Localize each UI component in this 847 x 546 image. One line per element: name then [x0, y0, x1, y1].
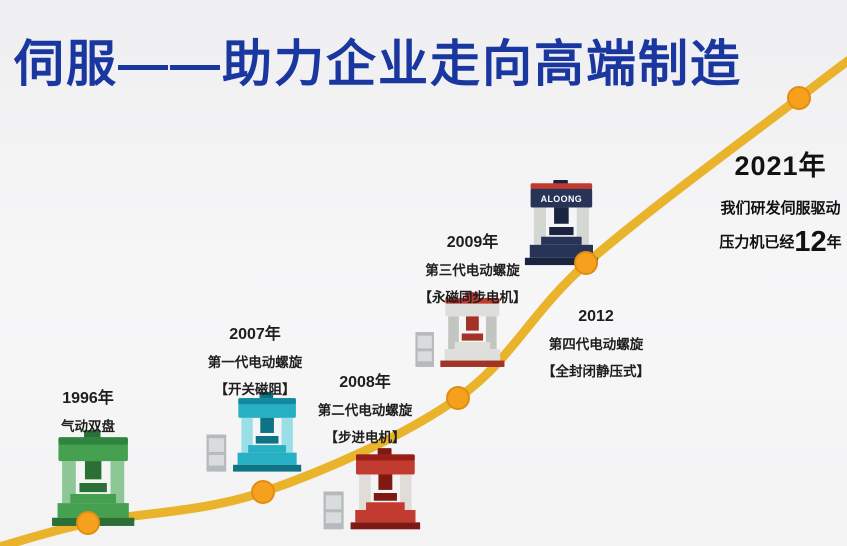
milestone-2021-line-2-suffix: 年	[826, 234, 842, 251]
press-machine-1996-illustration	[51, 430, 139, 536]
milestone-1996: 1996年 气动双盘	[36, 384, 140, 435]
milestone-2009: 2009年 第三代电动螺旋 【永磁同步电机】	[405, 228, 540, 306]
milestone-2008-label-2: 【步进电机】	[324, 430, 406, 445]
press-machine-2008-icon	[323, 448, 421, 530]
milestone-2007-year: 2007年	[229, 326, 281, 343]
milestone-2009-label-2: 【永磁同步电机】	[418, 290, 527, 305]
milestone-2021-year: 2021年	[734, 151, 827, 181]
press-machine-2008-illustration	[322, 448, 424, 538]
milestone-2021-line-2: 压力机已经12年	[698, 226, 847, 259]
milestone-2009-year: 2009年	[446, 234, 499, 251]
timeline-dot-2021	[787, 86, 811, 110]
control-cabinet	[323, 491, 344, 530]
press-machine-2007-icon	[206, 392, 302, 472]
milestone-2009-label-1: 第三代电动螺旋	[425, 263, 520, 278]
milestone-2012-label-2: 【全封闭静压式】	[542, 364, 650, 379]
milestone-2007-label-1: 第一代电动螺旋	[207, 355, 303, 370]
milestone-2008: 2008年 第二代电动螺旋 【步进电机】	[303, 368, 427, 446]
press-body	[350, 448, 421, 530]
press-body	[52, 430, 135, 526]
press-machine-2007-illustration	[205, 392, 305, 480]
milestone-2012-label-1: 第四代电动螺旋	[548, 337, 644, 352]
control-cabinet	[415, 332, 434, 367]
milestone-2021: 2021年 我们研发伺服驱动 压力机已经12年	[698, 144, 847, 259]
page-title: 伺服——助力企业走向高端制造	[14, 36, 742, 92]
control-cabinet	[206, 434, 227, 472]
timeline-dot-2007	[251, 480, 275, 504]
milestone-2021-line-1: 我们研发伺服驱动	[720, 200, 841, 217]
milestone-2007: 2007年 第一代电动螺旋 【开关磁阻】	[193, 320, 317, 398]
milestone-2021-line-2-prefix: 压力机已经	[719, 234, 795, 251]
milestone-2008-year: 2008年	[339, 374, 391, 391]
press-body	[233, 392, 302, 472]
milestone-2012-year: 2012	[578, 308, 614, 325]
machine-brand-label: ALOONG	[541, 194, 583, 204]
milestone-1996-year: 1996年	[62, 390, 114, 407]
milestone-2021-years-count: 12	[794, 226, 827, 258]
timeline-dot-2008	[446, 386, 470, 410]
milestone-1996-label: 气动双盘	[61, 419, 115, 434]
milestone-2007-label-2: 【开关磁阻】	[214, 382, 296, 397]
milestone-2012: 2012 第四代电动螺旋 【全封闭静压式】	[531, 308, 661, 380]
milestone-2008-label-1: 第二代电动螺旋	[317, 403, 413, 418]
press-machine-1996-icon	[52, 430, 135, 526]
